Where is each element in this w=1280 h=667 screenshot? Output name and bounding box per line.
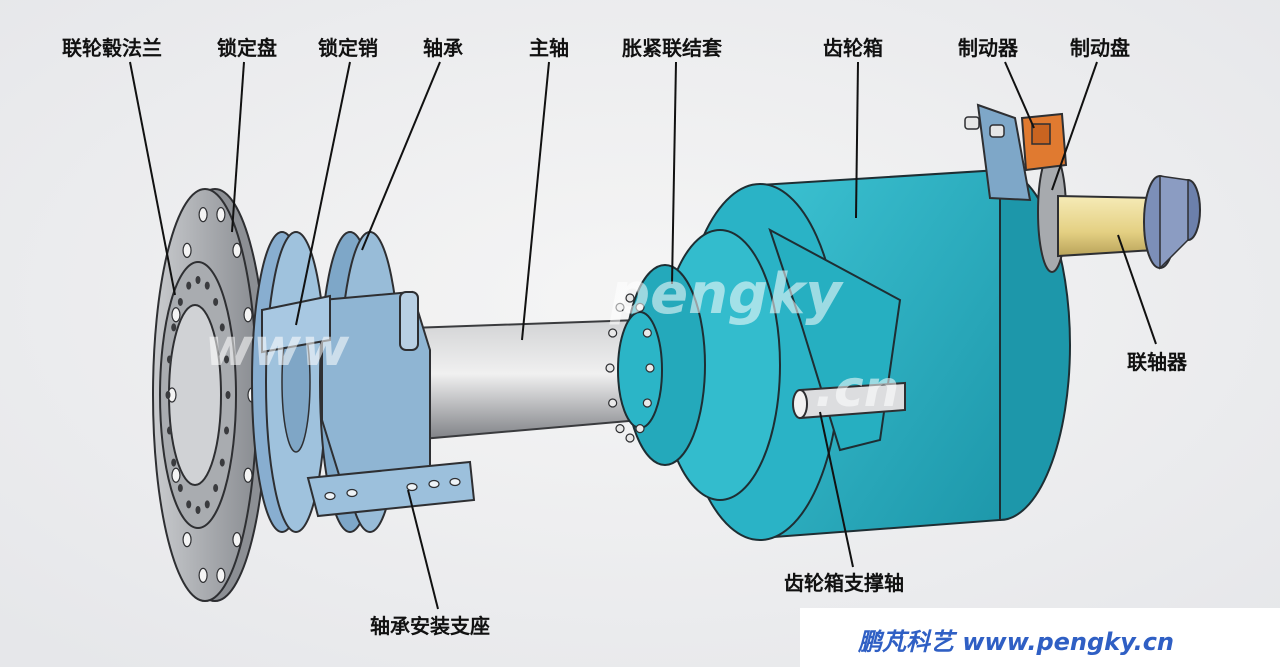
label-brake: 制动器 <box>958 36 1018 60</box>
flange-bolt-hole <box>216 567 226 583</box>
flange-inner-hole <box>225 391 231 399</box>
leader-line <box>855 61 859 219</box>
flange-bolt-hole <box>198 207 208 223</box>
flange-bolt-hole <box>243 307 253 323</box>
leader-line <box>231 61 245 233</box>
flange-inner-hole <box>166 426 172 435</box>
mount-hole <box>449 477 461 487</box>
coupling <box>1057 175 1201 270</box>
flange-inner-hole <box>171 323 177 332</box>
label-gearbox-support: 齿轮箱支撑轴 <box>784 571 904 595</box>
flange-bolt-hole <box>171 467 181 483</box>
flange-inner-hole <box>219 323 225 332</box>
shrink-disc-bolts <box>605 293 655 443</box>
flange-inner-hole <box>165 391 171 399</box>
support-mount-holes <box>324 477 461 501</box>
brand-strip <box>800 608 1280 667</box>
leader-line <box>407 489 439 610</box>
flange-inner-hole <box>213 297 219 306</box>
shrink-disc-bolt <box>615 302 625 312</box>
flange-inner-hole <box>177 484 183 493</box>
label-lock-disc: 锁定盘 <box>217 36 277 60</box>
shrink-disc-bolt <box>625 293 635 303</box>
flange-bolt-hole <box>243 467 253 483</box>
flange-inner-hole <box>195 506 201 514</box>
flange-bolt-hole <box>232 242 242 258</box>
shrink-disc-bolt <box>642 328 652 338</box>
flange-bolt-holes <box>165 207 257 583</box>
watermark-www: www <box>205 318 350 378</box>
shrink-disc-bolt <box>608 328 618 338</box>
flange-bolt-hole <box>182 242 192 258</box>
flange-inner-hole <box>186 500 192 509</box>
shrink-disc-bolt <box>615 424 625 434</box>
brake <box>1020 112 1068 172</box>
label-bearing: 轴承 <box>423 36 463 60</box>
flange-bolt-hole <box>232 532 242 548</box>
shrink-disc-bolt <box>608 398 618 408</box>
hub-flange <box>152 188 268 602</box>
leader-line <box>295 61 351 326</box>
flange-inner-hole <box>166 355 172 364</box>
mount-hole <box>406 482 418 492</box>
shrink-disc-bolt <box>605 363 615 373</box>
leader-line <box>129 61 176 296</box>
mount-hole <box>324 491 336 501</box>
flange-inner-hole <box>224 426 230 435</box>
label-gearbox: 齿轮箱 <box>823 36 883 60</box>
main-shaft <box>395 318 641 442</box>
shrink-disc-bolt <box>642 398 652 408</box>
label-lock-pin: 锁定销 <box>318 36 378 60</box>
flange-inner-hole <box>186 281 192 290</box>
brand-text: 鹏芃科艺 www.pengky.cn <box>858 628 1175 656</box>
flange-bolt-hole <box>198 567 208 583</box>
leader-line <box>1004 61 1035 129</box>
mount-hole <box>346 488 358 498</box>
leader-line <box>819 411 854 568</box>
leader-line <box>361 61 441 251</box>
shrink-disc-bolt <box>645 363 655 373</box>
flange-inner-hole <box>195 276 201 284</box>
flange-bolt-hole <box>216 207 226 223</box>
flange-bolt-hole <box>171 307 181 323</box>
leader-line <box>1051 61 1098 191</box>
gearbox <box>617 168 1071 541</box>
flange-inner-hole <box>171 458 177 467</box>
label-hub-flange: 联轮毂法兰 <box>62 36 162 60</box>
label-coupling: 联轴器 <box>1127 350 1187 374</box>
brake-bracket <box>964 103 1032 202</box>
flange-inner-hole <box>224 355 230 364</box>
mount-hole <box>428 479 440 489</box>
label-shrink-disc: 胀紧联结套 <box>622 36 722 60</box>
shrink-disc-bolt <box>625 433 635 443</box>
watermark-cn: .cn <box>815 360 900 418</box>
gearbox-support-shaft <box>792 381 906 420</box>
flange-inner-hole <box>213 484 219 493</box>
flange-inner-hole <box>219 458 225 467</box>
bearing-housing <box>306 231 476 533</box>
flange-inner-hole <box>204 500 210 509</box>
flange-inner-hole <box>204 281 210 290</box>
shrink-disc-bolt <box>635 302 645 312</box>
leader-line <box>1117 234 1157 345</box>
leader-line <box>521 61 550 341</box>
label-bearing-support: 轴承安装支座 <box>370 614 490 638</box>
label-brake-disc: 制动盘 <box>1070 36 1130 60</box>
leader-lines <box>129 61 1157 610</box>
label-main-shaft: 主轴 <box>529 36 569 60</box>
flange-inner-hole <box>177 297 183 306</box>
watermark-pengky: pengky <box>610 262 842 327</box>
flange-bolt-hole <box>182 532 192 548</box>
shrink-disc-bolt <box>635 424 645 434</box>
leader-line <box>671 61 677 285</box>
